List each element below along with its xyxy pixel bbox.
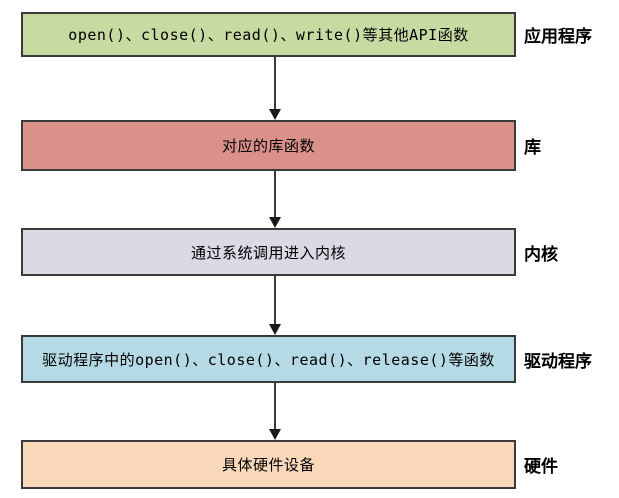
side-label-driver: 驱动程序	[524, 351, 592, 371]
down-arrow-icon	[269, 171, 281, 228]
down-arrow-icon	[269, 276, 281, 335]
side-label-kernel: 内核	[524, 244, 558, 264]
side-label-application: 应用程序	[524, 27, 592, 46]
arrow-shaft	[274, 383, 276, 431]
down-arrow-icon	[269, 57, 281, 120]
flow-box-driver: 驱动程序中的open()、close()、read()、release()等函数	[21, 335, 516, 383]
arrow-head	[269, 217, 281, 228]
arrow-head	[269, 429, 281, 440]
arrow-head	[269, 324, 281, 335]
flow-box-library: 对应的库函数	[21, 120, 516, 171]
arrow-shaft	[274, 171, 276, 219]
flow-box-application: open()、close()、read()、write()等其他API函数	[21, 12, 516, 57]
down-arrow-icon	[269, 383, 281, 440]
arrow-shaft	[274, 276, 276, 326]
side-label-hardware: 硬件	[524, 457, 558, 476]
flow-box-hardware: 具体硬件设备	[21, 440, 516, 489]
arrow-shaft	[274, 57, 276, 111]
arrow-head	[269, 109, 281, 120]
side-label-library: 库	[524, 138, 541, 157]
flow-box-kernel: 通过系统调用进入内核	[21, 228, 516, 276]
